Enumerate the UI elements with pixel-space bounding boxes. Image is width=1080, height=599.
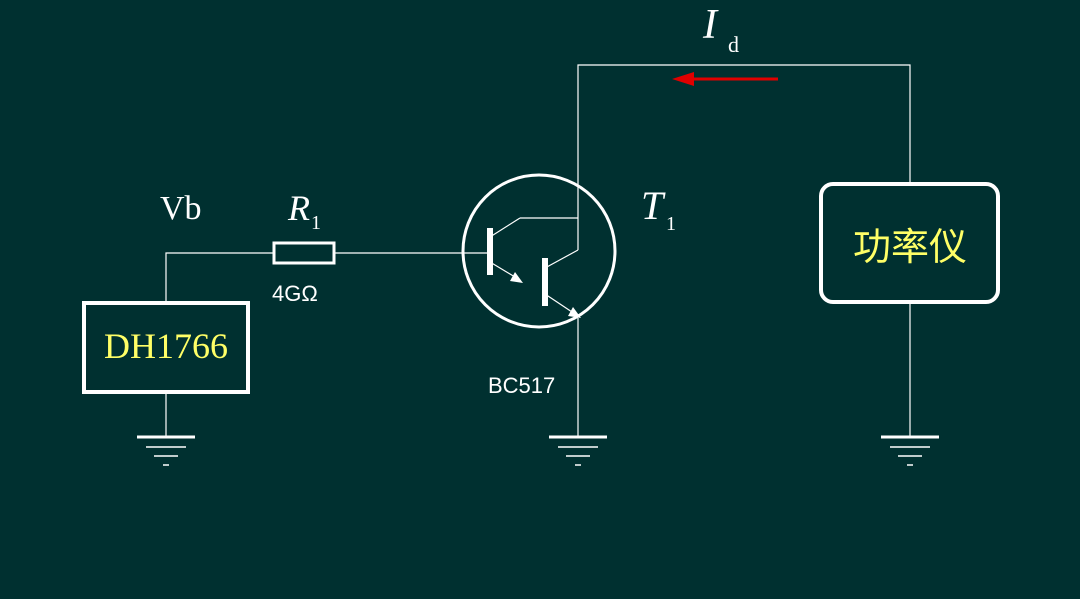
power-meter-box (819, 182, 1000, 304)
wire-vb-to-r1 (165, 252, 274, 303)
source-name: DH1766 (104, 326, 228, 366)
current-direction-arrow (672, 72, 778, 86)
resistor-r1 (272, 241, 336, 265)
current-label-subscript: d (728, 32, 739, 57)
ground-symbol-transistor (549, 435, 607, 466)
transistor-model: BC517 (488, 373, 555, 398)
transistor-collector-lead-1 (489, 217, 521, 238)
transistor-emitter-arrow-2 (568, 307, 581, 318)
resistor-label: R (287, 188, 310, 228)
transistor-emitter-arrow-1 (510, 272, 523, 283)
transistor-label: T (641, 183, 666, 228)
resistor-label-subscript: 1 (311, 212, 321, 234)
ground-symbol-source (137, 435, 195, 466)
ground-symbol-meter (881, 435, 939, 466)
wire-collector-loop (577, 64, 911, 250)
transistor-label-subscript: 1 (666, 213, 676, 235)
meter-name: 功率仪 (853, 227, 967, 269)
resistor-value: 4GΩ (272, 281, 318, 306)
current-label: I (702, 2, 719, 48)
vb-label: Vb (160, 190, 202, 227)
transistor-collector-lead-2 (544, 249, 579, 269)
transistor-t1 (461, 173, 617, 329)
source-dh1766-box (82, 301, 250, 394)
transistor-envelope (461, 173, 617, 329)
